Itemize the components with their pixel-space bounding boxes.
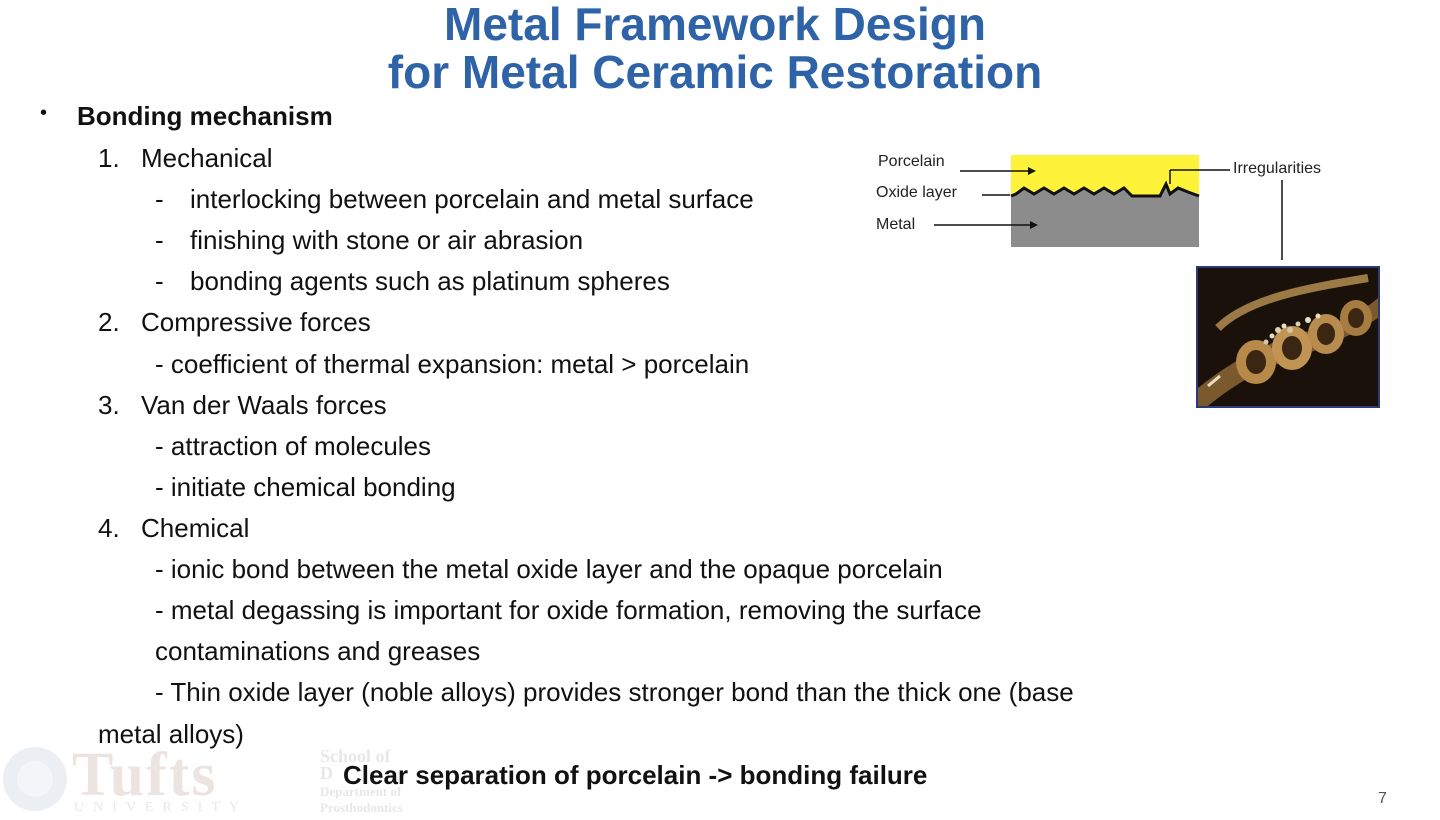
school-line-1: School of (320, 746, 391, 766)
item-number: 4. (98, 513, 120, 543)
oxide-layer-line (1010, 180, 1200, 198)
irregularities-label: Irregularities (1233, 160, 1322, 177)
item-number: 3. (98, 390, 120, 420)
dash-marker: - (155, 266, 164, 296)
sub-item: - metal degassing is important for oxide… (155, 595, 982, 625)
item-label: Mechanical (141, 143, 273, 173)
item-label: Van der Waals forces (141, 390, 387, 420)
porcelain-label: Porcelain (878, 153, 945, 170)
oxide-layer-label: Oxide layer (876, 184, 957, 201)
department-line-2: Prosthodontics (320, 800, 403, 815)
dash-marker: - (155, 225, 164, 255)
slide-title-line-1: Metal Framework Design (444, 0, 986, 50)
bonding-layer-diagram: Porcelain Oxide layer Metal Irregulariti… (870, 140, 1350, 320)
porcelain-arrowhead (1028, 167, 1036, 175)
section-heading: Bonding mechanism (77, 101, 333, 131)
school-department-block: School of D Department of Prosthodontics (320, 746, 403, 816)
metal-arrowhead (1030, 221, 1038, 229)
school-line-2: D (320, 763, 333, 783)
sub-item: - initiate chemical bonding (155, 472, 456, 502)
bullet-icon: • (40, 102, 48, 124)
item-number: 2. (98, 307, 120, 337)
porcelain-layer (1011, 155, 1199, 196)
tufts-logo-word: Tufts (72, 741, 218, 809)
sub-item: interlocking between porcelain and metal… (190, 184, 754, 214)
dash-marker: - (155, 184, 164, 214)
bonding-failure-note: Clear separation of porcelain -> bonding… (343, 760, 928, 790)
tufts-logo: Tufts UNIVERSITY School of D Department … (0, 740, 460, 820)
sub-item: - Thin oxide layer (noble alloys) provid… (155, 677, 1074, 707)
tufts-seal-icon (3, 747, 67, 811)
item-label: Chemical (141, 513, 250, 543)
sub-item: - coefficient of thermal expansion: meta… (155, 349, 750, 379)
item-number: 1. (98, 143, 120, 173)
sub-item: contaminations and greases (155, 636, 481, 666)
slide-title-line-2: for Metal Ceramic Restoration (387, 46, 1043, 98)
sub-item: - attraction of molecules (155, 431, 432, 461)
department-line-1: Department of (320, 784, 402, 799)
sub-item: metal alloys) (98, 719, 244, 749)
bonding-layer-diagram-graphic (934, 155, 1283, 320)
sub-item: - ionic bond between the metal oxide lay… (155, 554, 943, 584)
framework-photo-graphic (1198, 268, 1378, 406)
metal-label: Metal (876, 216, 916, 233)
page-number: 7 (1378, 790, 1387, 807)
slide-title: Metal Framework Design for Metal Ceramic… (0, 0, 1430, 96)
framework-photo (1196, 266, 1380, 408)
sub-item: bonding agents such as platinum spheres (190, 266, 670, 296)
tufts-logo-university: UNIVERSITY (74, 800, 248, 815)
sub-item: finishing with stone or air abrasion (190, 225, 584, 255)
item-label: Compressive forces (141, 307, 371, 337)
